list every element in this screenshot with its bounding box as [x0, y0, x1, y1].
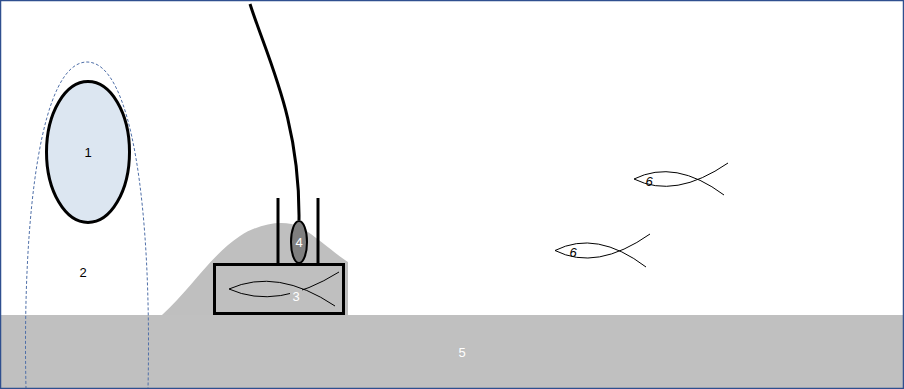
fish-outline: 6: [632, 162, 728, 196]
callout-number: 1: [82, 145, 93, 160]
sediment-mound: [162, 223, 348, 315]
dashed-region: 21: [22, 58, 152, 389]
callout-number: 4: [293, 235, 304, 250]
cable: [250, 4, 299, 220]
post: [317, 198, 320, 264]
post: [277, 198, 280, 264]
trap-box-outline: [213, 263, 345, 315]
callout-number: 6: [643, 174, 654, 189]
callout-number: 3: [290, 289, 301, 304]
callout-number: 2: [77, 265, 88, 280]
sensor-ellipse: 4: [290, 220, 308, 264]
buoy-ellipse: 1: [45, 80, 131, 224]
fish-outline: 6: [553, 233, 650, 268]
seabed-band: 5: [0, 315, 904, 389]
seabed-band-outline: [0, 315, 904, 389]
fish-outline-outline: [553, 233, 650, 268]
callout-number: 5: [456, 345, 467, 360]
callout-number: 6: [567, 245, 578, 260]
trap-box: 3: [213, 263, 345, 315]
